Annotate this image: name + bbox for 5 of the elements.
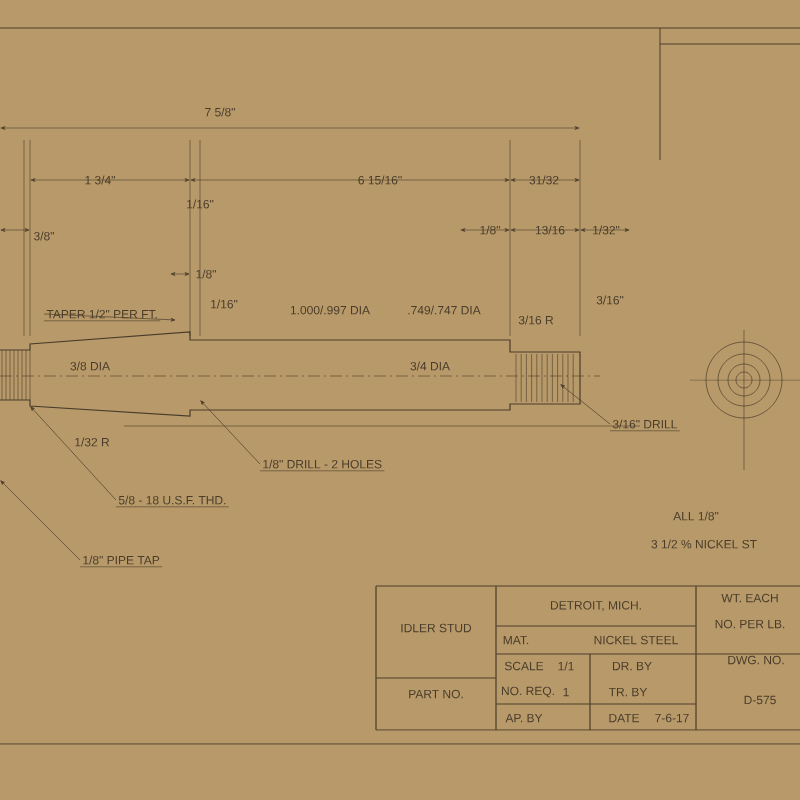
leader-line <box>30 406 117 501</box>
leader-line <box>0 480 81 561</box>
leader-line <box>43 313 176 322</box>
leader-line <box>560 384 611 425</box>
leader-line <box>200 400 261 465</box>
